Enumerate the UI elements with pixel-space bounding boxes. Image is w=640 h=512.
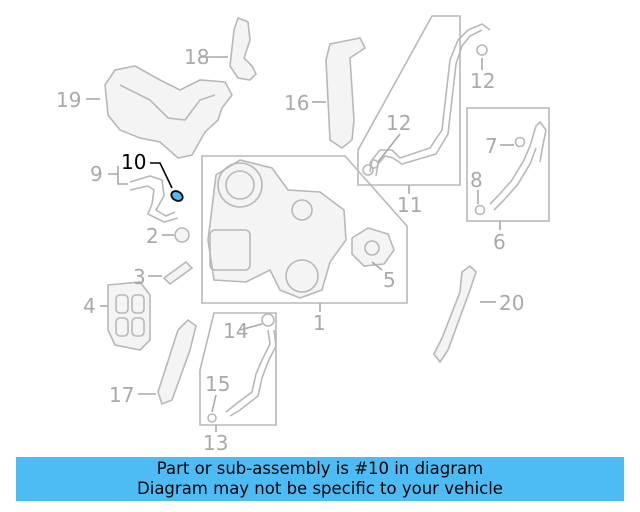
seal-ring-part-10[interactable] bbox=[170, 189, 185, 203]
gasket-part-16 bbox=[325, 37, 367, 149]
pipe-group-box-13 bbox=[199, 312, 277, 426]
stud-part-3 bbox=[162, 260, 194, 286]
manifold-detail bbox=[119, 84, 216, 121]
actuator-part-5 bbox=[351, 227, 395, 267]
hose-part-9-edge bbox=[129, 185, 179, 223]
oil-pipe-part-6-edge bbox=[493, 147, 537, 211]
turbo-port bbox=[291, 199, 313, 221]
callout-12-upper: 12 bbox=[470, 69, 495, 93]
leader-14 bbox=[239, 323, 263, 331]
callout-16: 16 bbox=[284, 91, 309, 115]
leader-5 bbox=[371, 261, 383, 271]
callout-15: 15 bbox=[205, 372, 230, 396]
leader-12-lower bbox=[377, 133, 401, 163]
banner-line-disclaimer: Diagram may not be specific to your vehi… bbox=[137, 479, 503, 498]
exhaust-manifold-part-19 bbox=[104, 65, 233, 159]
callout-5: 5 bbox=[383, 268, 396, 292]
oil-pipe-part-11-edge bbox=[375, 29, 483, 177]
leader-15 bbox=[211, 394, 217, 413]
callout-4: 4 bbox=[83, 294, 96, 318]
turbo-inlet-ring bbox=[217, 162, 263, 208]
nut-part-2 bbox=[174, 227, 190, 243]
bracket-part-18 bbox=[229, 16, 257, 81]
banner-line-part-number: Part or sub-assembly is #10 in diagram bbox=[156, 459, 484, 478]
bracket-part-17 bbox=[157, 318, 197, 406]
callout-11: 11 bbox=[397, 193, 422, 217]
callout-13: 13 bbox=[203, 431, 228, 455]
pipe-part-13 bbox=[225, 329, 271, 413]
turbocharger-part-1 bbox=[207, 159, 347, 299]
pipe-group-box-6 bbox=[466, 107, 550, 222]
info-banner: Part or sub-assembly is #10 in diagram D… bbox=[16, 457, 624, 501]
hose-part-9 bbox=[129, 175, 176, 217]
callout-9: 9 bbox=[90, 162, 103, 186]
pipe-part-13-edge bbox=[229, 329, 277, 417]
oil-pipe-part-6 bbox=[489, 120, 547, 205]
callout-1: 1 bbox=[313, 311, 326, 335]
seal-part-12-lower bbox=[369, 159, 379, 169]
callout-7: 7 bbox=[485, 134, 498, 158]
turbo-flange bbox=[209, 229, 251, 271]
callout-14: 14 bbox=[223, 319, 248, 343]
bracket-part-20 bbox=[433, 264, 477, 364]
leader-9 bbox=[108, 166, 128, 185]
gasket-part-4 bbox=[107, 281, 151, 351]
callout-10[interactable]: 10 bbox=[121, 150, 146, 174]
seal-part-8 bbox=[474, 204, 486, 216]
callout-12-lower: 12 bbox=[386, 111, 411, 135]
seal-part-7 bbox=[514, 136, 526, 148]
turbo-inlet-inner bbox=[225, 170, 255, 200]
callout-19: 19 bbox=[56, 88, 81, 112]
seal-part-15 bbox=[207, 413, 217, 423]
turbo-group-box bbox=[201, 155, 408, 304]
callout-6: 6 bbox=[493, 230, 506, 254]
gasket-port-4 bbox=[131, 317, 145, 337]
oil-pipe-part-11 bbox=[369, 23, 491, 173]
seal-part-14 bbox=[261, 313, 275, 327]
seal-part-12-top bbox=[476, 44, 488, 56]
actuator-center bbox=[364, 240, 380, 256]
callout-3: 3 bbox=[133, 265, 146, 289]
turbo-outlet-ring bbox=[285, 259, 319, 293]
callout-18: 18 bbox=[184, 45, 209, 69]
leader-10 bbox=[150, 162, 173, 189]
gasket-port-1 bbox=[115, 294, 129, 314]
gasket-port-3 bbox=[115, 317, 129, 337]
pipe-fitting-11 bbox=[362, 164, 374, 176]
callout-20: 20 bbox=[499, 291, 524, 315]
callout-8: 8 bbox=[470, 168, 483, 192]
callout-2: 2 bbox=[146, 224, 159, 248]
gasket-port-2 bbox=[131, 294, 145, 314]
callout-17: 17 bbox=[109, 383, 134, 407]
